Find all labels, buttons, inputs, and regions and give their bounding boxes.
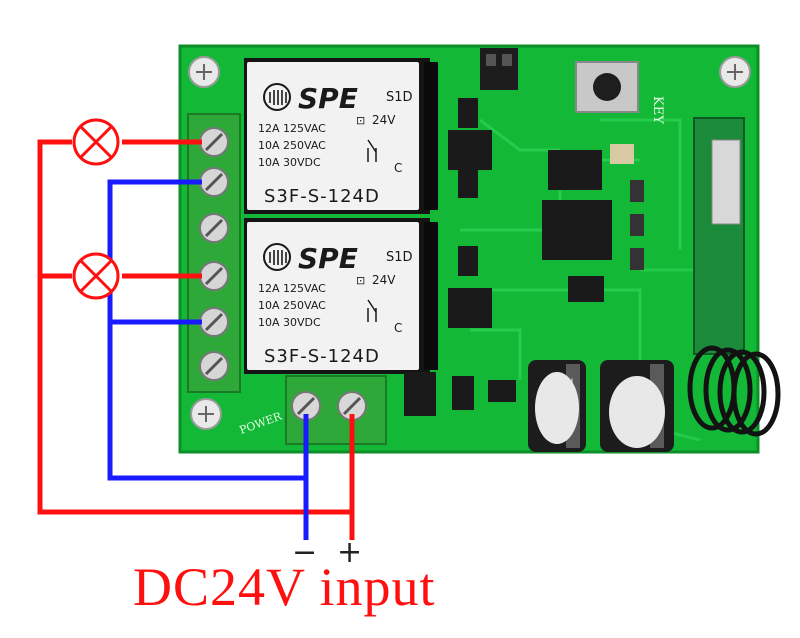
relay-1-coil: 24V	[372, 113, 396, 127]
relay-1-brand: SPE	[298, 82, 358, 115]
switch-symbol-icon	[367, 139, 377, 162]
output-terminal-block	[187, 113, 241, 393]
coil-symbol-icon: ⊡	[356, 274, 365, 287]
relay-2-coil: 24V	[372, 273, 396, 287]
key-button: KEY	[575, 61, 665, 124]
wire-positive	[37, 139, 355, 540]
relay-2-brand: SPE	[298, 242, 358, 275]
screw-slot	[204, 172, 224, 192]
antenna-coil	[687, 345, 781, 437]
screw-slot	[204, 312, 224, 332]
capacitor-1: 0µ	[528, 360, 586, 452]
plus-sign: +	[337, 535, 363, 570]
relay-1-model-code: S1D	[386, 90, 413, 105]
relay-1-rating-3: 10A 30VDC	[258, 156, 321, 169]
screw-slot	[204, 266, 224, 286]
spe-logo-icon	[263, 243, 291, 271]
lamp-icon	[72, 118, 120, 166]
relay-2-pin-label: C	[394, 321, 402, 335]
relay-1-pin-label: C	[394, 161, 402, 175]
jumper-header	[480, 48, 518, 90]
relay-2-model-code: S1D	[386, 250, 413, 265]
lamp-icon	[72, 252, 120, 300]
relay-2-rating-3: 10A 30VDC	[258, 316, 321, 329]
minus-sign: −	[292, 535, 318, 570]
switch-symbol-icon	[367, 299, 377, 322]
relay-2-rating-2: 10A 250VAC	[258, 299, 326, 312]
screw-slot	[204, 218, 224, 238]
rf-module	[693, 117, 745, 355]
screw-slot	[204, 132, 224, 152]
capacitor-2	[600, 360, 674, 452]
screw-bottom-left	[190, 398, 222, 430]
input-caption: DC24V input	[133, 557, 436, 617]
coil-symbol-icon: ⊡	[356, 114, 365, 127]
relay-2-rating-1: 12A 125VAC	[258, 282, 326, 295]
key-label: KEY	[650, 96, 665, 124]
screw-top-right	[719, 56, 751, 88]
relay-1-rating-1: 12A 125VAC	[258, 122, 326, 135]
capacitor-1-text: 0µ	[560, 374, 574, 388]
wire-negative	[107, 179, 309, 540]
relay-2-part-number: S3F-S-124D	[264, 346, 380, 367]
screw-slot	[204, 356, 224, 376]
relay-1-rating-2: 10A 250VAC	[258, 139, 326, 152]
screw-top-left	[188, 56, 220, 88]
relay-1-part-number: S3F-S-124D	[264, 186, 380, 207]
smd-components	[404, 98, 644, 416]
